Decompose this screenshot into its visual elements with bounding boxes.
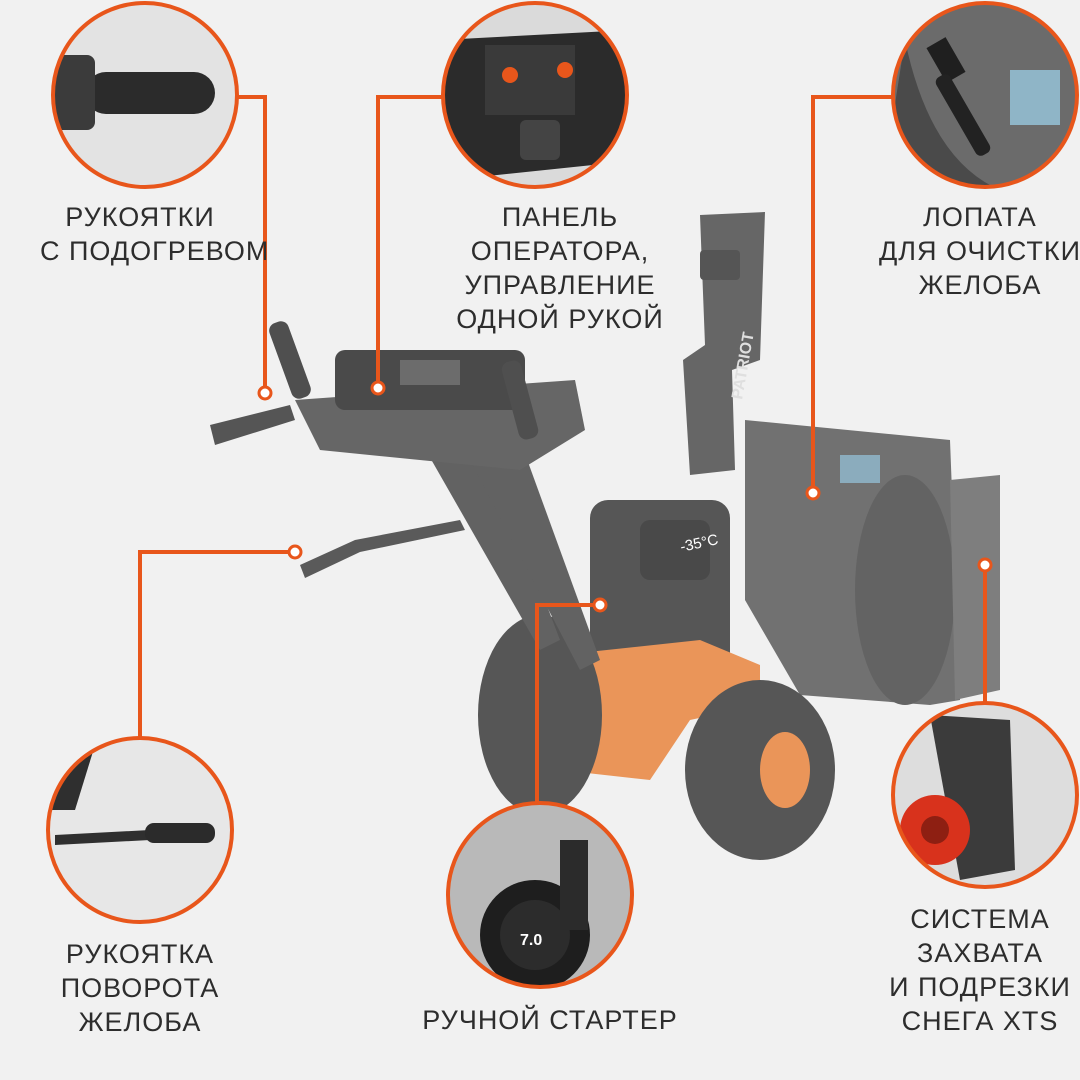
label-heated-handles: РУКОЯТКИ С ПОДОГРЕВОМ [40,200,270,268]
label-line: ПАНЕЛЬ [501,202,619,232]
detail-circle-heated-handles [51,1,239,189]
handle-grip [85,72,215,114]
engine-badge: 7.0 [520,932,542,949]
label-line: ЛОПАТА [923,202,1037,232]
label-line: ЗАХВАТА [917,938,1043,968]
detail-circle-chute-shovel [891,1,1079,189]
label-line: СИСТЕМА [910,904,1050,934]
label-line: ДЛЯ ОЧИСТКИ [878,236,1080,266]
label-manual-starter: РУЧНОЙ СТАРТЕР [400,1003,700,1037]
label-line: ЖЕЛОБА [918,270,1042,300]
orange-frame [560,640,760,780]
detail-circle-chute-rotation [46,736,234,924]
label-line: ОДНОЙ РУКОЙ [456,304,664,334]
rotation-grip [145,823,215,843]
label-line: РУКОЯТКИ [65,202,215,232]
label-line: ОПЕРАТОРА, [470,236,650,266]
label-line: РУЧНОЙ СТАРТЕР [422,1005,678,1035]
label-line: ПОВОРОТА [60,973,220,1003]
callout-lines [138,95,987,805]
label-chute-shovel: ЛОПАТА ДЛЯ ОЧИСТКИ ЖЕЛОБА [870,200,1080,302]
label-line: ЖЕЛОБА [78,1007,202,1037]
label-line: УПРАВЛЕНИЕ [464,270,656,300]
label-line: И ПОДРЕЗКИ [889,972,1071,1002]
label-xts-system: СИСТЕМА ЗАХВАТА И ПОДРЕЗКИ СНЕГА XTS [880,902,1080,1038]
label-operator-panel: ПАНЕЛЬ ОПЕРАТОРА, УПРАВЛЕНИЕ ОДНОЙ РУКОЙ [410,200,710,336]
label-line: С ПОДОГРЕВОМ [40,236,270,266]
callout-dots [257,380,993,613]
label-chute-rotation: РУКОЯТКА ПОВОРОТА ЖЕЛОБА [40,937,240,1039]
detail-circle-manual-starter: 7.0 [446,801,634,989]
snow-blower: PATRIOT [210,212,1000,860]
detail-circle-xts-system [891,701,1079,889]
detail-circle-operator-panel [441,1,629,189]
label-line: РУКОЯТКА [65,939,215,969]
left-wheel [478,615,602,815]
label-line: СНЕГА XTS [901,1006,1059,1036]
